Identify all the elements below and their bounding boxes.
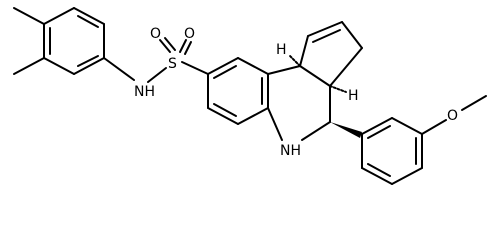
sulfonyl-double-bond-1	[159, 37, 176, 53]
n-s-bond	[147, 67, 167, 83]
cyclopentene-ring	[299, 21, 363, 87]
methyl-bond-lower	[13, 57, 45, 75]
wedge-bond-aryl	[330, 122, 362, 138]
chemical-structure-diagram: NH S O O NH	[0, 0, 495, 207]
sulfonyl-oxygen-2-label: O	[184, 26, 195, 42]
s-aryl-bond	[181, 61, 209, 75]
stereo-hash-1	[289, 55, 301, 67]
piperidine-ring	[267, 65, 331, 141]
sulfur-label: S	[168, 56, 177, 72]
amide-nh-label: NH	[134, 84, 155, 100]
stereo-hash-2	[329, 85, 347, 93]
aryl-n-bond	[103, 57, 135, 81]
dimethylphenyl-ring	[43, 7, 105, 75]
benzo-ring	[207, 57, 269, 125]
stereo-h-1-label: H	[276, 42, 287, 58]
stereo-h-2-label: H	[348, 88, 359, 104]
methyl-bond-upper	[13, 7, 45, 25]
sulfonyl-oxygen-1-label: O	[150, 26, 161, 42]
aryl-o-bond	[421, 119, 447, 135]
o-methyl-bond	[461, 95, 487, 111]
ring-nh-label: NH	[280, 143, 301, 159]
sulfonyl-double-bond-2	[179, 39, 192, 55]
methoxy-oxygen-label: O	[447, 108, 458, 124]
methoxyphenyl-ring	[361, 117, 423, 185]
diagram-background	[0, 0, 495, 207]
